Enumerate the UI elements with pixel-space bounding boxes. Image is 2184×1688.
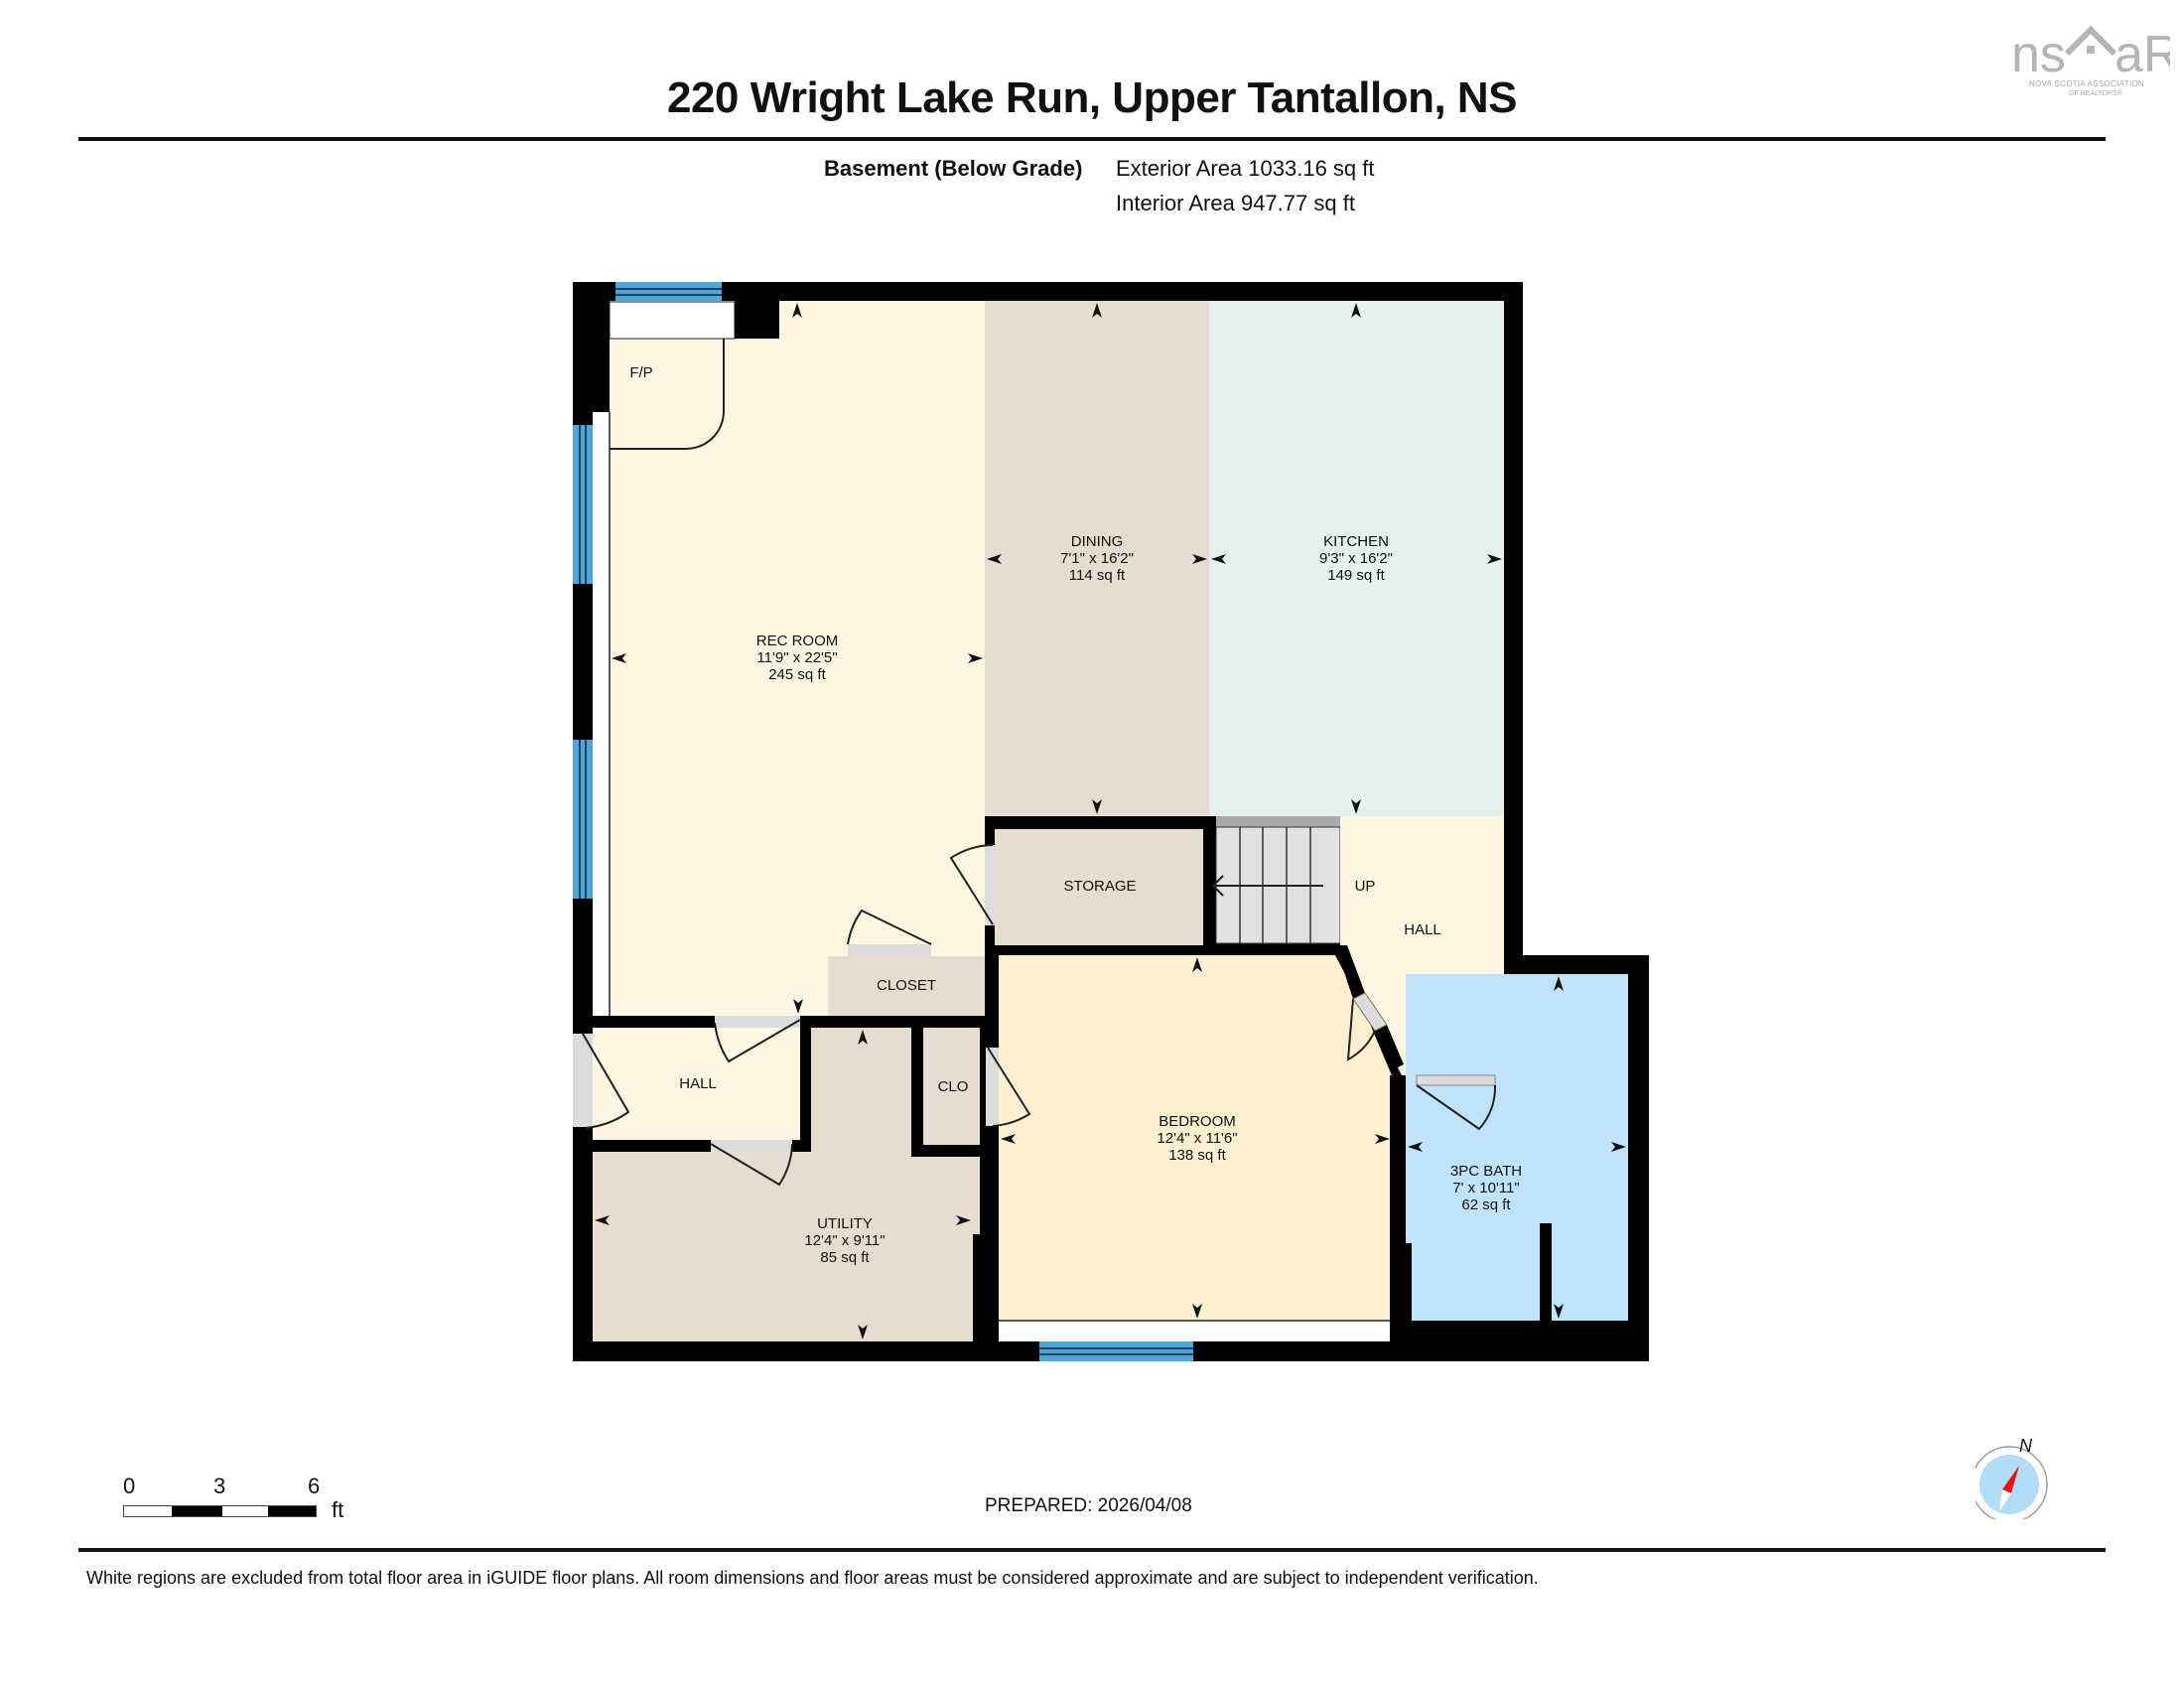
room-bath[interactable]	[1406, 974, 1628, 1321]
room-closet[interactable]	[828, 956, 985, 1016]
logo-subtitle-2: OF REALTORS®	[2069, 90, 2122, 97]
room-clo[interactable]	[923, 1028, 980, 1145]
dimension-arrows	[595, 303, 1626, 1339]
svg-text:62 sq ft: 62 sq ft	[1461, 1196, 1511, 1213]
stairs-arrow-icon	[1211, 875, 1323, 897]
room-utility[interactable]	[593, 1028, 980, 1341]
room-bedroom[interactable]	[999, 955, 1392, 1321]
svg-text:UP: UP	[1355, 878, 1376, 895]
svg-text:245 sq ft: 245 sq ft	[768, 666, 826, 683]
compass: N	[1971, 1430, 2055, 1523]
door-bath[interactable]	[1416, 1074, 1496, 1086]
door-utility[interactable]	[711, 1140, 792, 1152]
window-top-left	[615, 282, 722, 301]
window-left-1	[573, 425, 593, 584]
svg-text:9'3" x 16'2": 9'3" x 16'2"	[1319, 550, 1393, 567]
scale-label-3: 3	[213, 1474, 226, 1498]
fireplace-hearth	[609, 301, 736, 340]
stairs-top	[1216, 816, 1340, 827]
svg-text:STORAGE: STORAGE	[1063, 878, 1136, 895]
bath-partition	[1540, 1223, 1552, 1321]
room-hall-lower[interactable]	[593, 1028, 800, 1140]
interior-area: Interior Area 947.77 sq ft	[1116, 191, 1355, 215]
svg-text:ns: ns	[2011, 26, 2066, 83]
footer-divider	[78, 1548, 2106, 1552]
svg-text:DINING: DINING	[1071, 533, 1124, 550]
room-rec-room[interactable]	[610, 301, 985, 1016]
door-hall-rec[interactable]	[715, 1016, 800, 1028]
svg-text:3PC BATH: 3PC BATH	[1450, 1163, 1522, 1180]
scale-unit: ft	[332, 1497, 344, 1522]
svg-text:BEDROOM: BEDROOM	[1159, 1113, 1236, 1130]
prepared-date: PREPARED: 2026/04/08	[985, 1495, 1192, 1516]
svg-text:7' x 10'11": 7' x 10'11"	[1452, 1180, 1520, 1196]
svg-text:aR: aR	[2115, 26, 2170, 83]
svg-text:CLO: CLO	[938, 1078, 969, 1095]
floor-name: Basement (Below Grade)	[824, 156, 1083, 181]
svg-text:138 sq ft: 138 sq ft	[1168, 1147, 1226, 1164]
page-title: 220 Wright Lake Run, Upper Tantallon, NS	[666, 73, 1518, 122]
scale-label-0: 0	[123, 1474, 136, 1498]
door-storage[interactable]	[985, 845, 995, 925]
logo-subtitle: NOVA SCOTIA ASSOCIATION	[2029, 79, 2144, 88]
svg-text:N: N	[2019, 1436, 2033, 1456]
svg-text:149 sq ft: 149 sq ft	[1327, 567, 1385, 584]
disclaimer: White regions are excluded from total fl…	[86, 1568, 1539, 1588]
fireplace-label: F/P	[629, 364, 652, 381]
svg-text:HALL: HALL	[679, 1075, 717, 1092]
svg-text:11'9" x 22'5": 11'9" x 22'5"	[756, 649, 837, 666]
room-labels: REC ROOM 11'9" x 22'5" 245 sq ft DINING …	[679, 533, 1522, 1266]
door-closet[interactable]	[848, 944, 931, 956]
room-kitchen[interactable]	[1209, 301, 1504, 816]
excluded-strip-bedroom	[999, 1321, 1392, 1341]
svg-text:7'1" x 16'2": 7'1" x 16'2"	[1060, 550, 1134, 567]
exterior-area: Exterior Area 1033.16 sq ft	[1116, 156, 1375, 181]
svg-text:114 sq ft: 114 sq ft	[1069, 567, 1126, 584]
fireplace-outline	[610, 339, 725, 451]
scale-label-6: 6	[308, 1474, 321, 1498]
door-clo[interactable]	[986, 1048, 999, 1126]
compass-icon: N	[1971, 1436, 2048, 1523]
svg-text:HALL: HALL	[1404, 921, 1441, 938]
svg-text:UTILITY: UTILITY	[817, 1215, 873, 1232]
header-divider	[78, 137, 2106, 141]
door-bedroom[interactable]	[1352, 992, 1388, 1032]
nsar-logo: ns aR NOVA SCOTIA ASSOCIATION OF REALTOR…	[2011, 24, 2180, 103]
svg-text:CLOSET: CLOSET	[877, 977, 936, 994]
room-storage[interactable]	[995, 829, 1203, 945]
window-bedroom	[1039, 1341, 1193, 1361]
window-left-2	[573, 740, 593, 899]
svg-text:REC ROOM: REC ROOM	[756, 633, 839, 649]
svg-text:12'4" x 9'11": 12'4" x 9'11"	[804, 1232, 885, 1249]
nsar-logo-icon: ns aR	[2011, 25, 2180, 83]
svg-text:12'4" x 11'6": 12'4" x 11'6"	[1157, 1130, 1237, 1147]
svg-text:85 sq ft: 85 sq ft	[820, 1249, 870, 1266]
door-exterior[interactable]	[573, 1034, 593, 1127]
room-dining[interactable]	[985, 301, 1209, 816]
svg-text:KITCHEN: KITCHEN	[1323, 533, 1389, 550]
excluded-strip	[593, 412, 610, 1016]
wall-column	[735, 301, 779, 339]
scale-bar: 0 3 6 ft	[123, 1474, 361, 1533]
